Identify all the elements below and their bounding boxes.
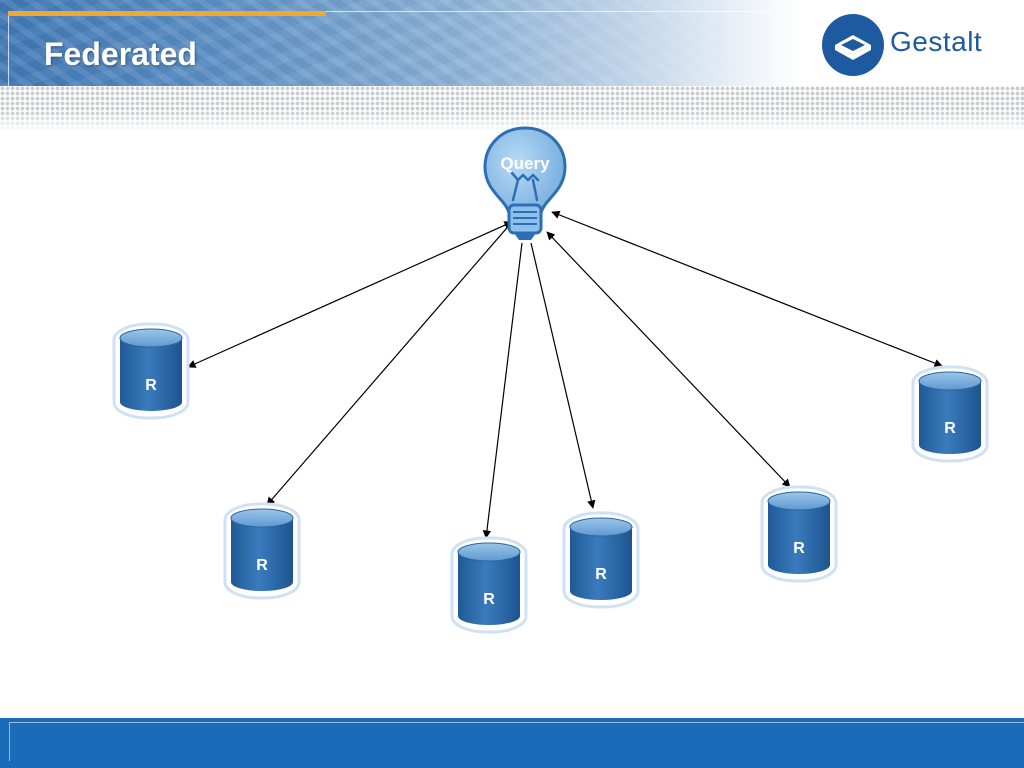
database-cylinder-icon [458, 552, 520, 625]
edge-query-r6 [551, 210, 943, 368]
edge-query-r4 [530, 242, 596, 509]
database-node-r6: R [911, 365, 989, 463]
database-label: R [145, 377, 157, 394]
edges-group [187, 210, 943, 539]
lightbulb-icon [483, 126, 567, 240]
database-label: R [793, 540, 805, 557]
query-label: Query [500, 154, 550, 173]
edge-query-r3 [482, 242, 523, 539]
logo-mark-icon [822, 14, 884, 76]
slide-footer [0, 718, 1024, 768]
database-label: R [483, 591, 495, 608]
slide-header: Federated Gestalt [0, 0, 1024, 86]
database-node-r4: R [562, 511, 640, 609]
database-top [230, 508, 294, 528]
database-cylinder-icon [120, 338, 182, 411]
federated-diagram: Query R R R R R R [112, 126, 989, 634]
header-frame-line-left [8, 11, 9, 86]
database-label: R [256, 557, 268, 574]
database-top [119, 328, 183, 348]
database-node-r1: R [112, 322, 190, 420]
database-top [767, 491, 831, 511]
database-cylinder-icon [919, 381, 981, 454]
database-label: R [944, 420, 956, 437]
accent-bar [8, 11, 326, 16]
edge-query-r1 [187, 221, 513, 368]
dotted-band [0, 86, 1024, 132]
database-cylinder-icon [570, 527, 632, 600]
logo-text: Gestalt [890, 26, 983, 57]
edge-query-r2 [266, 221, 513, 506]
database-cylinder-icon [768, 501, 830, 574]
query-node: Query [483, 126, 567, 240]
database-top [457, 542, 521, 562]
edge-query-r5 [546, 231, 791, 488]
database-node-r3: R [450, 536, 528, 634]
header-frame-line [8, 11, 1024, 12]
database-node-r2: R [223, 502, 301, 600]
database-top [918, 371, 982, 391]
database-top [569, 517, 633, 537]
nodes-group: R R R R R R [112, 322, 989, 634]
database-label: R [595, 566, 607, 583]
slide-title: Federated [44, 36, 197, 72]
database-node-r5: R [760, 485, 838, 583]
footer-frame-line [9, 722, 1024, 761]
database-cylinder-icon [231, 518, 293, 591]
gestalt-logo: Gestalt [822, 14, 1002, 76]
